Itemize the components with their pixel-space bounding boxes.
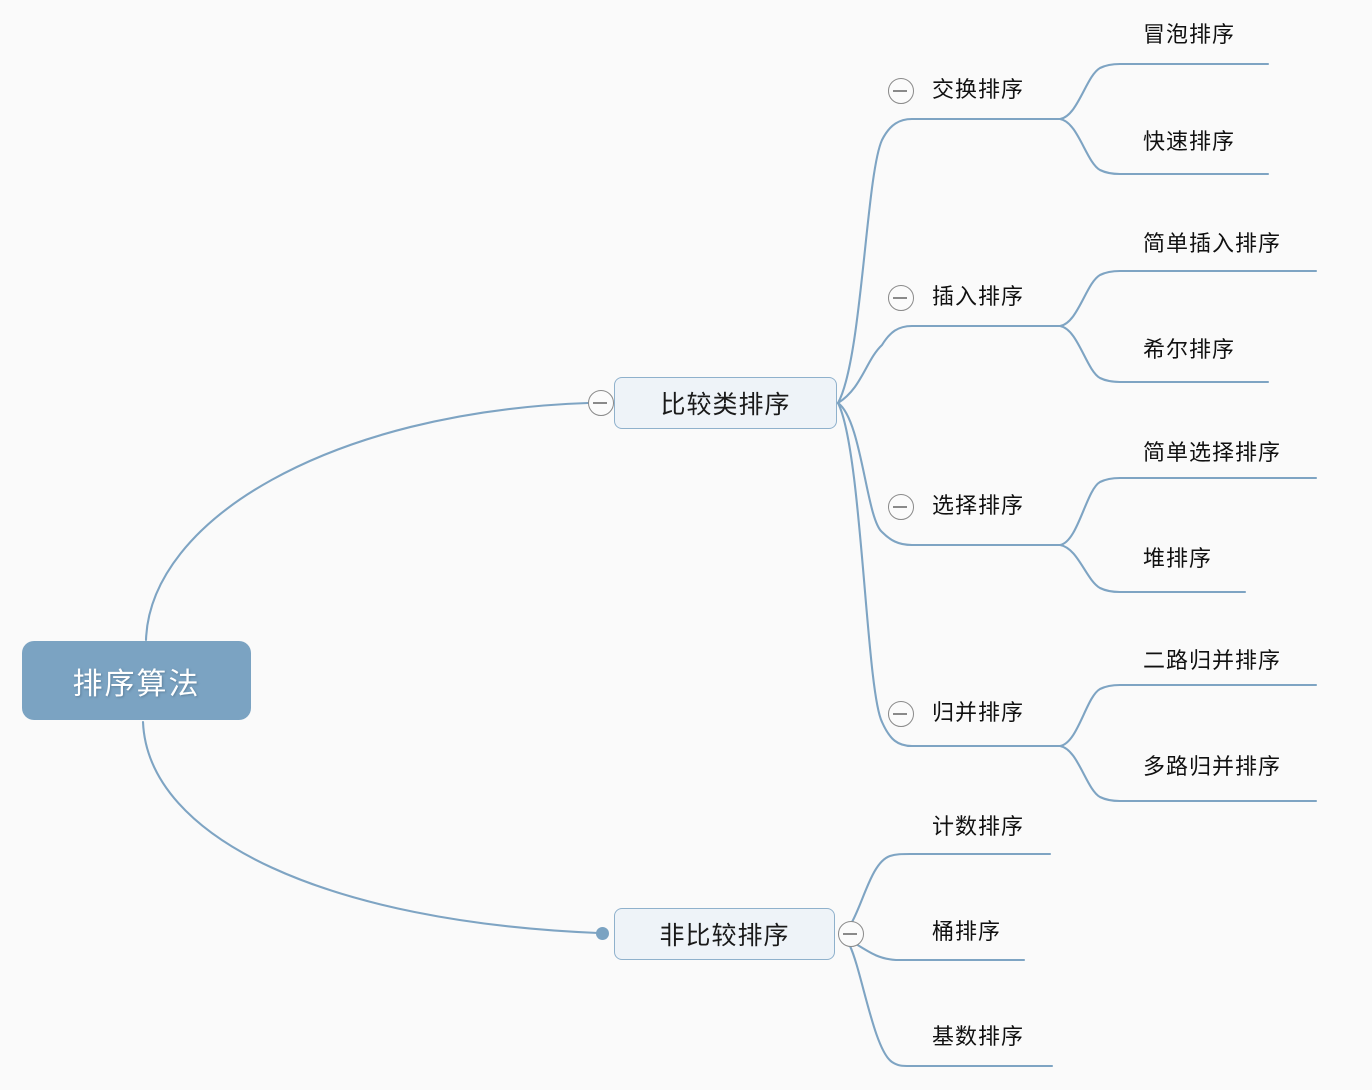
link-insert-to-simple-insert [1058, 269, 1122, 328]
link-noncompare-to-bucket [854, 942, 912, 962]
node-merge-sort[interactable]: 归并排序 [932, 700, 1025, 725]
root-node-label: 排序算法 [72, 667, 201, 701]
collapse-minus-icon-merge-sort[interactable] [888, 701, 914, 727]
root-node[interactable]: 排序算法 [22, 641, 251, 720]
leaf-node-multi-way-merge-sort[interactable]: 多路归并排序 [1143, 754, 1282, 779]
leaf-node-quick-sort[interactable]: 快速排序 [1143, 129, 1236, 154]
link-exchange-to-bubble [1058, 62, 1122, 121]
collapse-minus-icon-comparison-sort[interactable] [588, 390, 614, 416]
branch-node-noncomparison-sort[interactable]: 非比较排序 [614, 908, 835, 960]
leaf-node-counting-sort[interactable]: 计数排序 [932, 814, 1025, 839]
link-select-to-heap [1058, 543, 1122, 594]
collapse-minus-icon-exchange-sort[interactable] [888, 78, 914, 104]
link-root-to-noncompare [141, 720, 600, 935]
branch-node-noncomparison-sort-label: 非比较排序 [659, 923, 790, 950]
branch-node-comparison-sort-label: 比较类排序 [660, 392, 791, 419]
collapse-minus-icon-selection-sort[interactable] [888, 494, 914, 520]
node-exchange-sort[interactable]: 交换排序 [932, 77, 1025, 102]
link-root-to-compare [144, 401, 590, 642]
link-noncompare-to-radix [848, 944, 912, 1068]
leaf-node-two-way-merge-sort[interactable]: 二路归并排序 [1143, 648, 1282, 673]
branch-node-comparison-sort[interactable]: 比较类排序 [614, 377, 837, 429]
leaf-node-radix-sort[interactable]: 基数排序 [932, 1024, 1025, 1049]
leaf-node-heap-sort[interactable]: 堆排序 [1143, 546, 1213, 571]
link-compare-to-merge [836, 401, 914, 748]
link-compare-to-exchange [836, 117, 914, 405]
connector-dot-noncomparison-sort [596, 927, 609, 940]
leaf-node-simple-selection-sort[interactable]: 简单选择排序 [1143, 440, 1282, 465]
leaf-node-shell-sort[interactable]: 希尔排序 [1143, 337, 1236, 362]
collapse-minus-icon-noncomparison-sort[interactable] [838, 921, 864, 947]
link-select-to-simple-select [1058, 476, 1122, 547]
link-insert-to-shell [1058, 324, 1122, 384]
link-merge-to-multi-way [1058, 744, 1122, 803]
node-insertion-sort[interactable]: 插入排序 [932, 284, 1025, 309]
link-noncompare-to-count [850, 852, 912, 924]
link-compare-to-select [836, 401, 914, 547]
collapse-minus-icon-insertion-sort[interactable] [888, 285, 914, 311]
link-merge-to-two-way [1058, 683, 1122, 748]
leaf-node-simple-insertion-sort[interactable]: 简单插入排序 [1143, 231, 1282, 256]
link-compare-to-insert [836, 324, 914, 405]
link-exchange-to-quick [1058, 117, 1122, 176]
leaf-node-bucket-sort[interactable]: 桶排序 [932, 919, 1002, 944]
node-selection-sort[interactable]: 选择排序 [932, 493, 1025, 518]
leaf-node-bubble-sort[interactable]: 冒泡排序 [1143, 22, 1236, 47]
